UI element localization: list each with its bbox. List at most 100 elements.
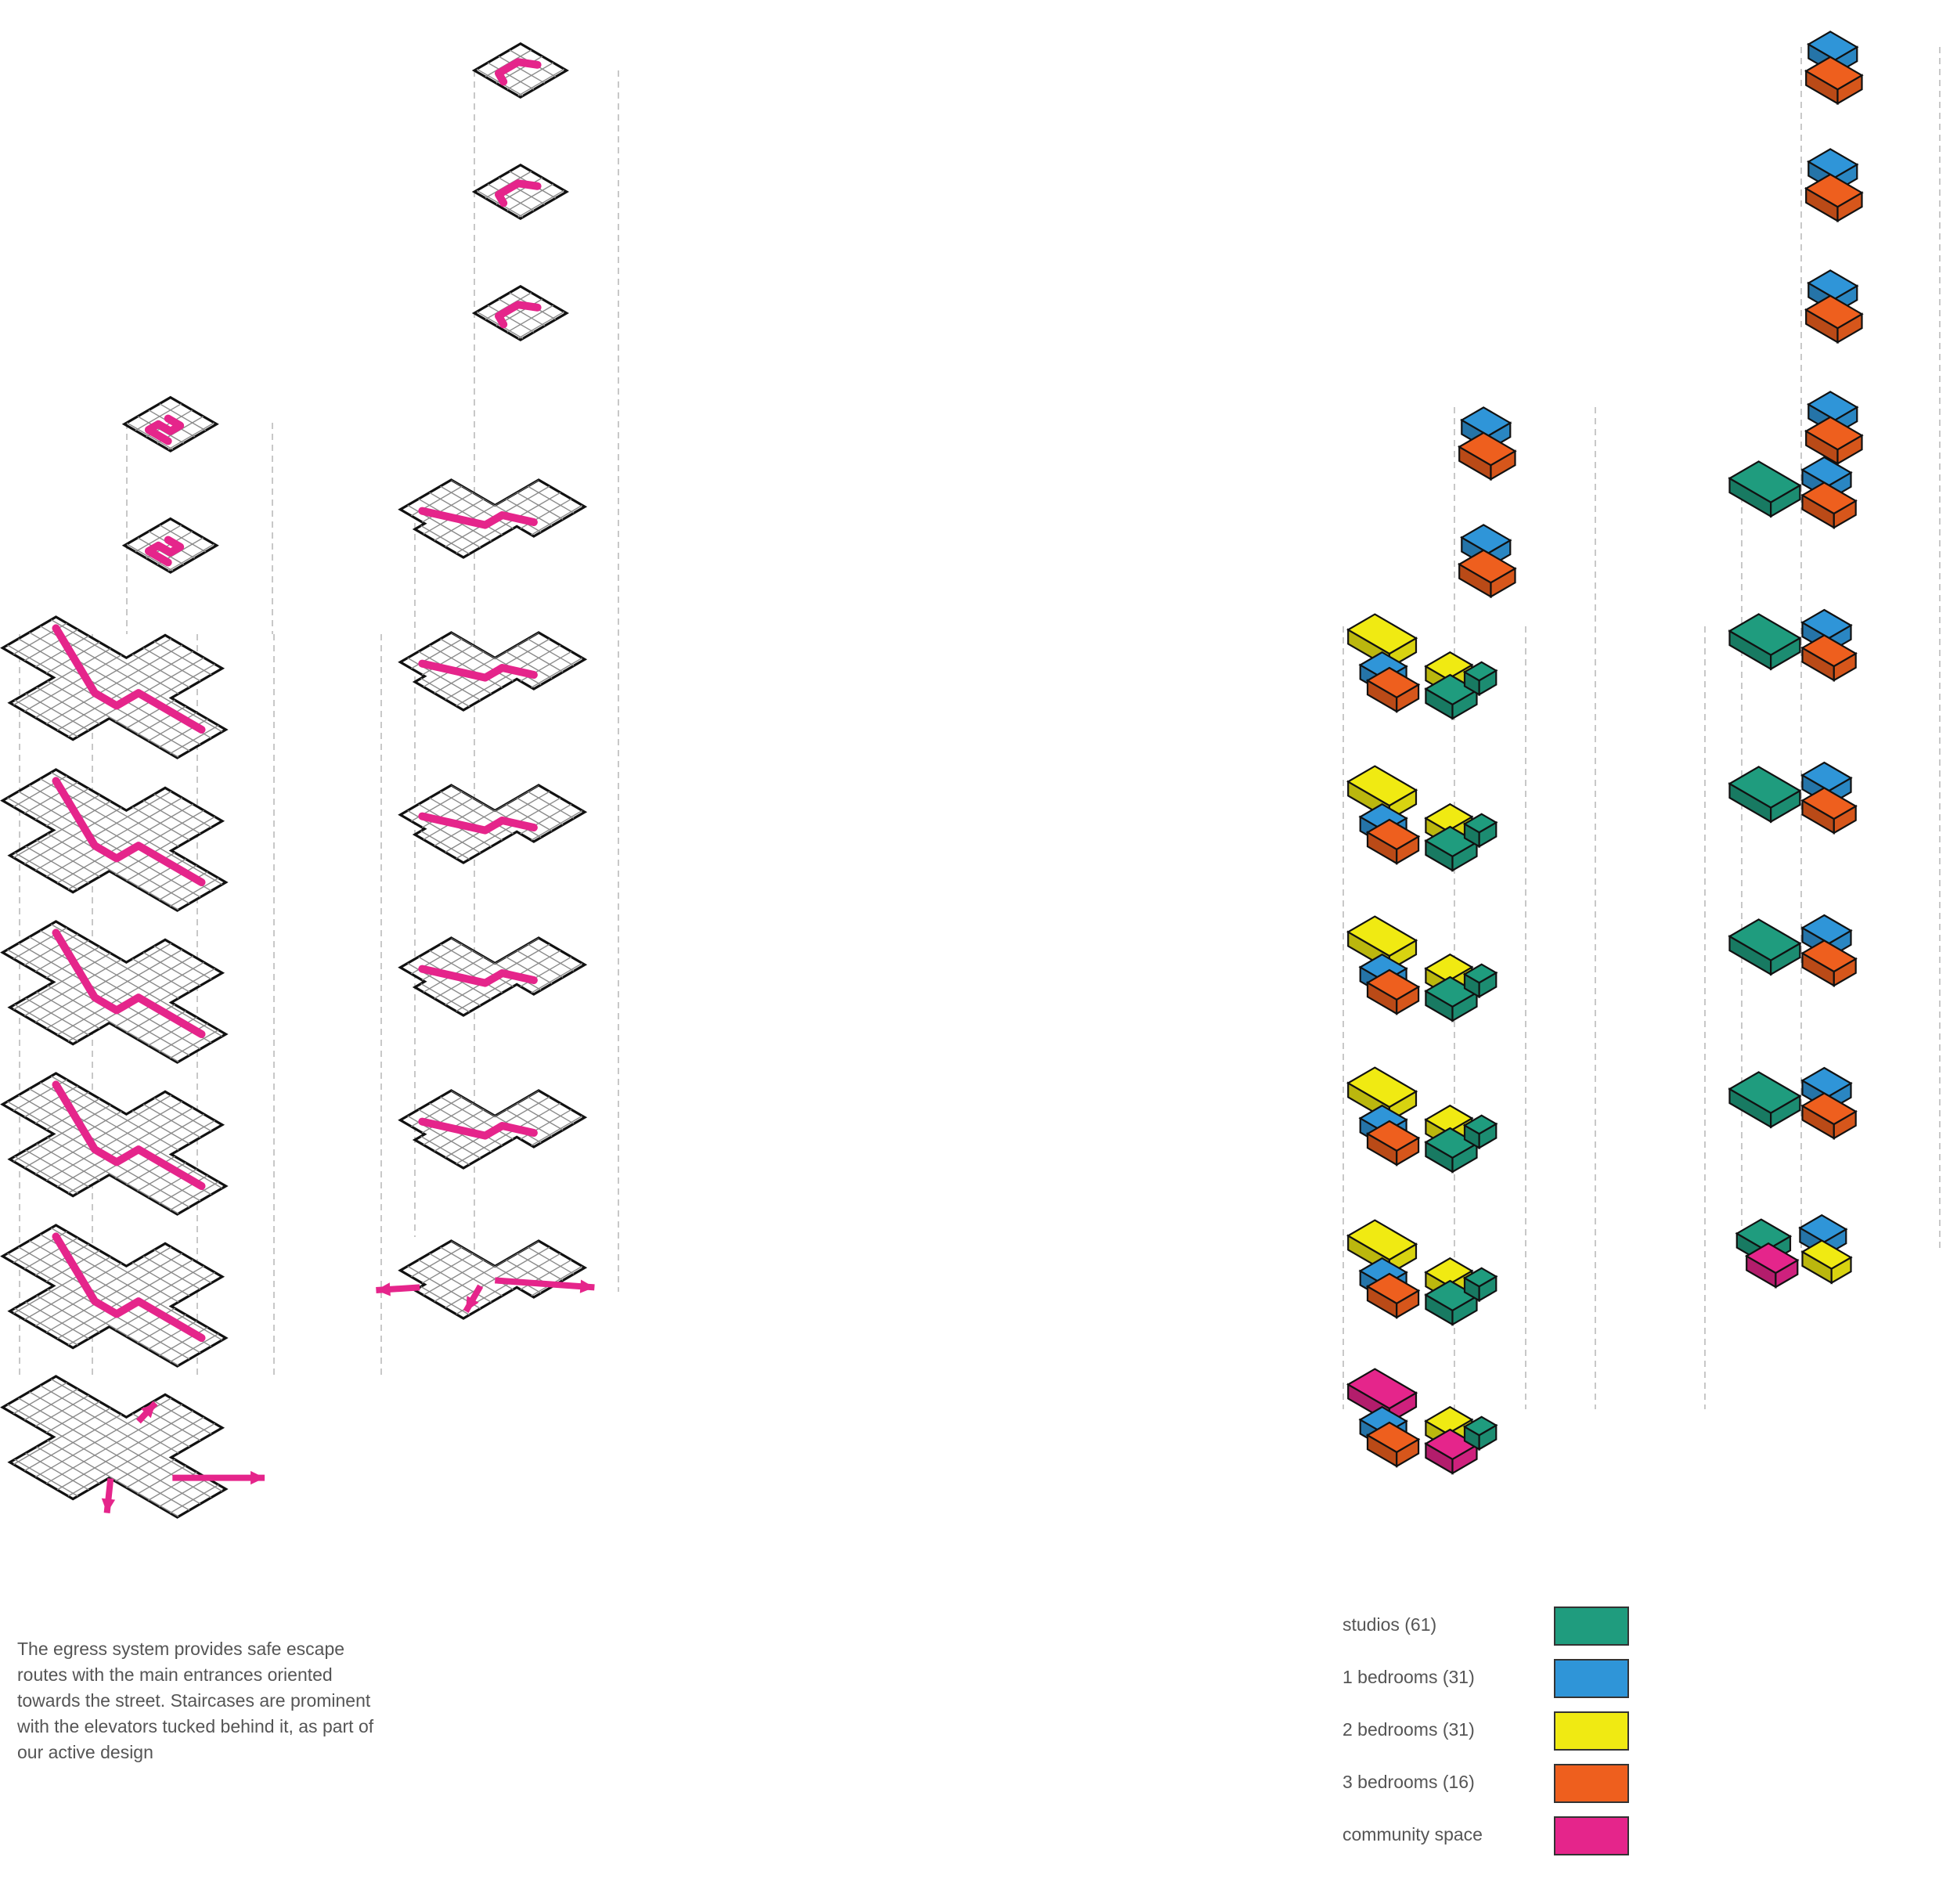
left-building-floor-4 xyxy=(0,768,229,912)
floor-plate xyxy=(471,163,569,221)
studio-block xyxy=(1728,918,1802,976)
tower-floor-2 xyxy=(398,631,588,712)
egress-route xyxy=(495,301,542,329)
studio-block xyxy=(1728,1071,1802,1129)
legend-item-studios: studios (61) xyxy=(1343,1606,1640,1659)
studio-block xyxy=(1462,813,1498,849)
unit-mix-left-floor-5 xyxy=(1346,1219,1498,1326)
three-bedroom-block xyxy=(1800,787,1858,835)
egress-route xyxy=(418,812,538,835)
legend-swatch-1-bedrooms xyxy=(1554,1659,1629,1698)
unit-mix-left-top-floor-1 xyxy=(1458,406,1517,481)
three-bedroom-block xyxy=(1365,1120,1421,1167)
unit-mix-tower-ground-floor xyxy=(1735,1213,1853,1289)
unit-mix-left-floor-0 xyxy=(1346,1368,1498,1475)
tower-floor-3 xyxy=(398,784,588,864)
left-building-floor-3 xyxy=(0,920,229,1064)
left-building-floor-2 xyxy=(0,1072,229,1216)
three-bedroom-block xyxy=(1804,294,1864,344)
three-bedroom-block xyxy=(1458,431,1517,481)
egress-route xyxy=(418,507,538,529)
egress-description: The egress system provides safe escape r… xyxy=(17,1639,374,1762)
studio-block xyxy=(1462,661,1498,697)
egress-route xyxy=(144,536,185,567)
three-bedroom-block xyxy=(1365,818,1421,865)
unit-mix-stack-tower xyxy=(1728,31,1864,1289)
studio-block xyxy=(1728,613,1802,671)
community-space-block xyxy=(1745,1242,1800,1289)
unit-mix-tower-top-floor-2 xyxy=(1804,148,1864,223)
egress-route xyxy=(52,1232,206,1342)
unit-mix-tower-floor-5 xyxy=(1728,1066,1858,1140)
floor-plate xyxy=(0,768,229,912)
legend-item-1-bedrooms: 1 bedrooms (31) xyxy=(1343,1659,1640,1711)
unit-mix-left-floor-4 xyxy=(1346,1066,1498,1174)
unit-mix-tower-floor-4 xyxy=(1728,914,1858,987)
three-bedroom-block xyxy=(1800,634,1858,682)
legend-swatch-3-bedrooms xyxy=(1554,1764,1629,1803)
tower-floor-4 xyxy=(398,936,588,1017)
floor-plate xyxy=(0,920,229,1064)
exit-arrow xyxy=(495,1277,595,1291)
three-bedroom-block xyxy=(1804,56,1864,106)
studio-block xyxy=(1728,766,1802,824)
tower-floor-5 xyxy=(398,1089,588,1170)
left-building-floor-1 xyxy=(0,1224,229,1368)
egress-route xyxy=(418,1117,538,1140)
egress-route xyxy=(418,965,538,987)
left-building-floor-6 xyxy=(121,517,219,574)
exit-arrowhead xyxy=(579,1279,595,1293)
studio-block xyxy=(1462,963,1498,999)
floor-plate xyxy=(0,1072,229,1216)
legend-label-community-space: community space xyxy=(1343,1824,1483,1844)
exit-arrowhead xyxy=(101,1498,116,1513)
three-bedroom-block xyxy=(1804,416,1864,466)
unit-mix-tower-top-floor-3 xyxy=(1804,269,1864,344)
unit-mix-tower-top-floor-4 xyxy=(1804,391,1864,466)
left-building-ground-floor xyxy=(0,1375,265,1519)
legend-item-2-bedrooms: 2 bedrooms (31) xyxy=(1343,1711,1640,1764)
tower-upper-floor-1 xyxy=(471,41,569,99)
unit-mix-left-floor-1 xyxy=(1346,613,1498,720)
exit-arrowhead xyxy=(141,1403,156,1419)
egress-route xyxy=(495,58,542,86)
floor-plate xyxy=(471,41,569,99)
egress-route xyxy=(52,624,206,734)
three-bedroom-block xyxy=(1800,939,1858,987)
left-building-floor-7 xyxy=(121,395,219,453)
tower-upper-floor-2 xyxy=(471,163,569,221)
egress-route xyxy=(52,929,206,1038)
unit-mix-left-floor-3 xyxy=(1346,915,1498,1022)
legend-label-3-bedrooms: 3 bedrooms (16) xyxy=(1343,1772,1475,1792)
studio-block xyxy=(1424,1279,1479,1326)
egress-route xyxy=(495,179,542,207)
unit-mix-tower-floor-2 xyxy=(1728,608,1858,682)
legend-swatch-2-bedrooms xyxy=(1554,1711,1629,1751)
exit-arrowhead xyxy=(250,1470,265,1485)
floor-plate xyxy=(0,1375,229,1519)
tower-floor-1 xyxy=(398,478,588,559)
egress-route xyxy=(52,1080,206,1190)
unit-mix-tower-top-floor-1 xyxy=(1804,31,1864,106)
three-bedroom-block xyxy=(1365,666,1421,713)
three-bedroom-block xyxy=(1365,1421,1421,1468)
egress-route xyxy=(144,414,185,445)
studio-block xyxy=(1728,460,1802,518)
tower-ground-floor xyxy=(376,1239,595,1320)
floor-plate xyxy=(0,615,229,759)
studio-block xyxy=(1424,673,1479,720)
exit-arrowhead xyxy=(466,1296,479,1311)
left-building-floor-5 xyxy=(0,615,229,759)
three-bedroom-block xyxy=(1800,481,1858,529)
legend-item-community-space: community space xyxy=(1343,1816,1640,1869)
egress-stack-tower xyxy=(376,41,595,1320)
studio-block xyxy=(1462,1267,1498,1303)
three-bedroom-block xyxy=(1800,1092,1858,1140)
three-bedroom-block xyxy=(1804,173,1864,223)
legend-label-2-bedrooms: 2 bedrooms (31) xyxy=(1343,1719,1475,1740)
unit-mix-stack-left-building xyxy=(1346,406,1517,1475)
unit-mix-left-floor-2 xyxy=(1346,765,1498,872)
unit-mix-tower-floor-3 xyxy=(1728,761,1858,835)
legend-label-studios: studios (61) xyxy=(1343,1614,1437,1635)
